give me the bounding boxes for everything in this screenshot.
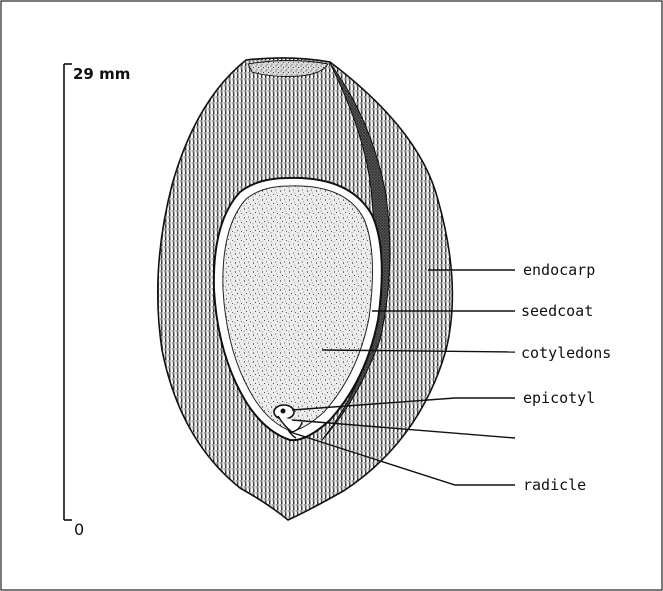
label-endocarp: endocarp (523, 261, 595, 279)
scale-min-label: 0 (74, 520, 84, 539)
label-radicle: radicle (523, 476, 586, 494)
label-cotyledons: cotyledons (521, 344, 611, 362)
label-seedcoat: seedcoat (521, 302, 593, 320)
scale-bar: 29 mm 0 (64, 64, 130, 539)
scale-max-label: 29 mm (73, 65, 130, 83)
label-epicotyl: epicotyl (523, 389, 595, 407)
